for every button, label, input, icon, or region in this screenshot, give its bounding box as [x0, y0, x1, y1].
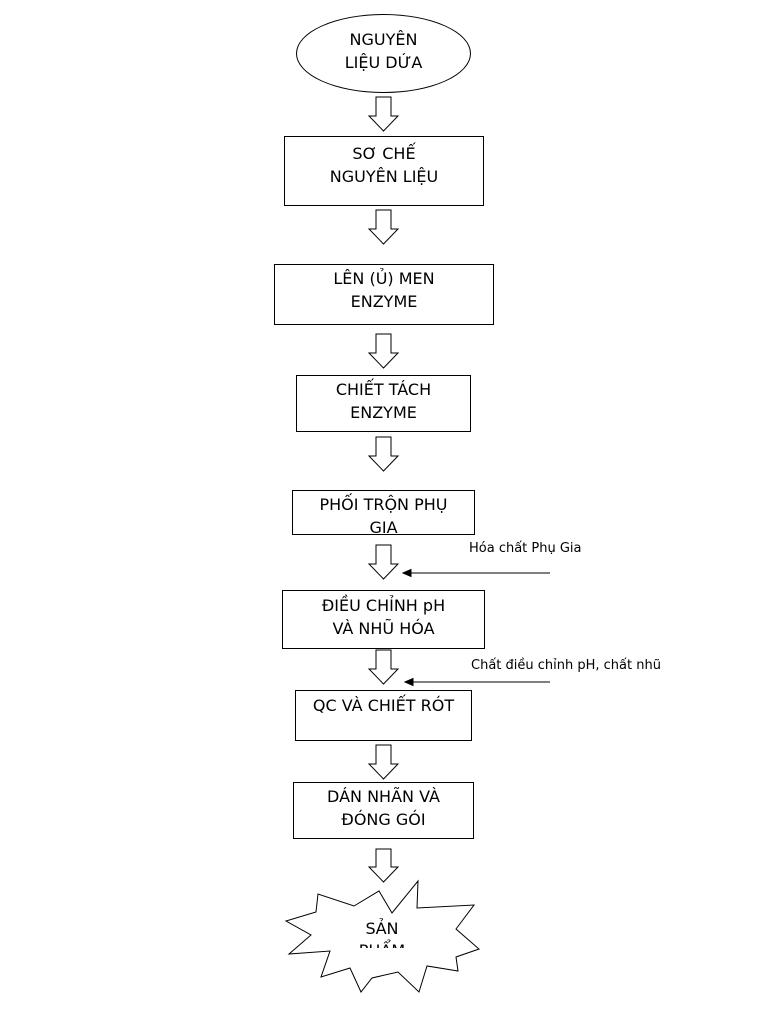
- step-additive-mixing: PHỐI TRỘN PHỤ GIA: [292, 490, 475, 535]
- down-arrow-8: [367, 848, 400, 883]
- step-product-label: SẢN PHẨM: [359, 919, 405, 948]
- input-label-ph-emulsifier: Chất điều chỉnh pH, chất nhũ: [471, 658, 661, 673]
- input-arrowhead-ph: [403, 677, 414, 687]
- step-qc-filling: QC VÀ CHIẾT RÓT: [295, 690, 472, 741]
- input-arrowhead-additive: [401, 568, 412, 578]
- down-arrow-5: [367, 544, 400, 580]
- step-ph-adjust-emulsify: ĐIỀU CHỈNH pH VÀ NHŨ HÓA: [282, 590, 485, 649]
- step-enzyme-extraction: CHIẾT TÁCH ENZYME: [296, 375, 471, 432]
- down-arrow-3: [367, 333, 400, 369]
- down-arrow-6: [367, 649, 400, 685]
- product-starburst: [284, 879, 480, 993]
- step-raw-pineapple: NGUYÊN LIỆU DỨA: [296, 14, 471, 93]
- down-arrow-2: [367, 209, 400, 245]
- step-preprocessing: SƠ CHẾ NGUYÊN LIỆU: [284, 136, 484, 206]
- down-arrow-4: [367, 436, 400, 472]
- down-arrow-7: [367, 744, 400, 780]
- step-fermentation-enzyme: LÊN (Ủ) MEN ENZYME: [274, 264, 494, 325]
- down-arrow-1: [367, 96, 400, 132]
- step-labeling-packing: DÁN NHÃN VÀ ĐÓNG GÓI: [293, 782, 474, 839]
- input-label-additive: Hóa chất Phụ Gia: [469, 541, 582, 556]
